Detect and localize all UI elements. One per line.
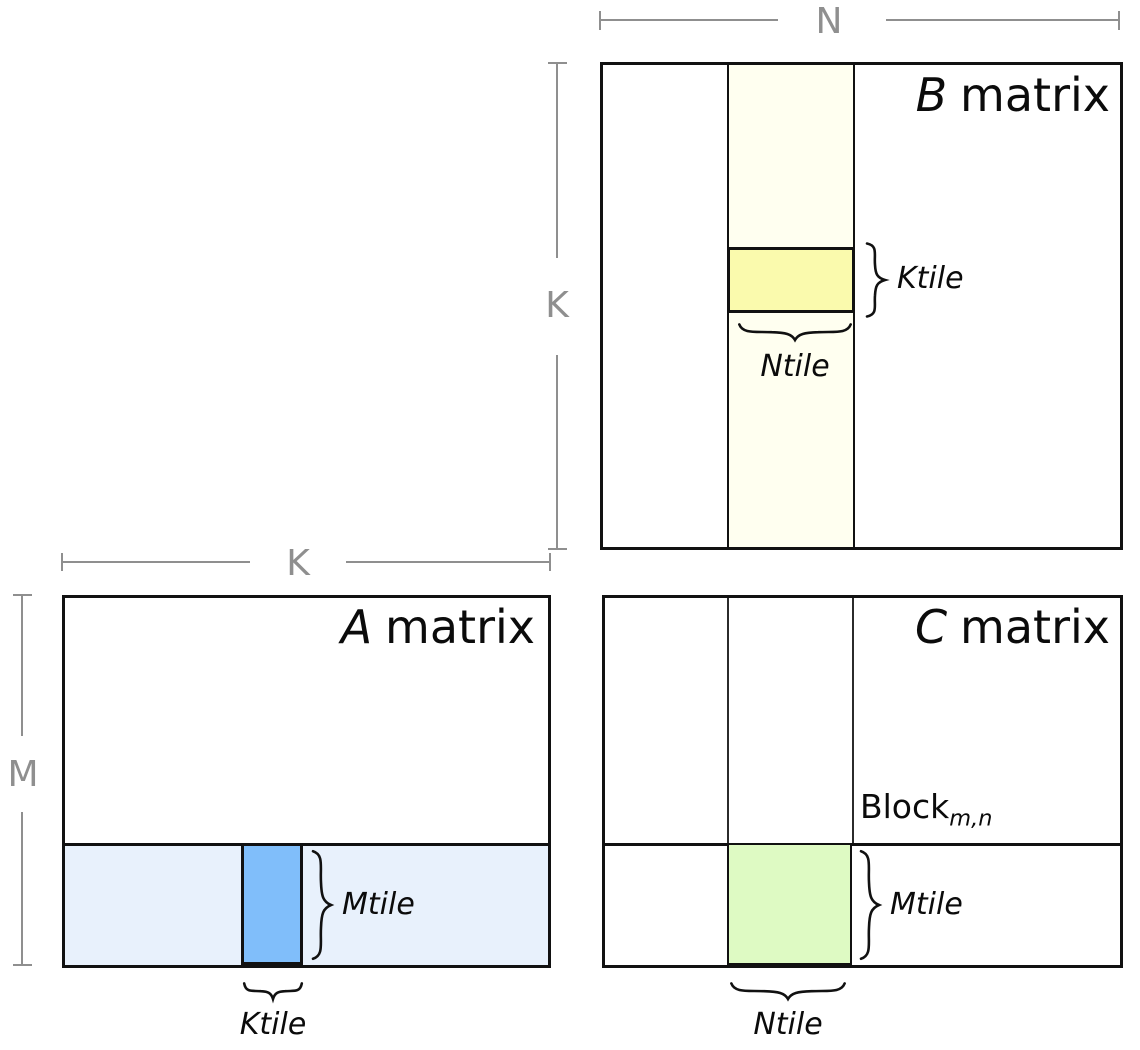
a-matrix-title-word: matrix [385,600,535,654]
c-column-divider-right [852,598,854,843]
c-matrix-title-letter: C [915,600,948,654]
m-dim-bottom-tick [13,964,32,966]
b-ntile-underbrace [737,321,853,340]
c-ntile-underbrace [729,980,847,999]
a-ktile-underbrace [243,980,303,999]
k-vdim-lower-segment [556,355,558,548]
k-hdim-left-segment [62,561,250,563]
n-dim-right-tick [1118,11,1120,30]
k-vdim-label: K [545,285,569,326]
a-row-strip [65,843,548,965]
b-matrix-box [600,62,1123,550]
k-hdim-right-segment [346,561,550,563]
k-hdim-right-tick [549,553,551,571]
b-matrix-title-letter: B [915,68,948,122]
m-dim-upper-segment [21,595,23,736]
a-matrix-title-letter: A [340,600,373,654]
c-mtile-label: Mtile [890,887,963,922]
b-ktile-ntile-tile [727,247,855,313]
b-ktile-label: Ktile [897,261,964,296]
c-block-label-subscript: m,n [949,805,993,832]
b-matrix-title-word: matrix [960,68,1110,122]
m-dim-label: M [7,754,39,795]
c-block-label: Blockm,n [860,790,992,830]
c-matrix-box [602,595,1123,968]
m-dim-lower-segment [21,812,23,965]
c-block-label-base: Block [860,787,950,826]
c-mtile-brace [857,849,881,961]
c-row-divider [605,843,1120,846]
c-ntile-label: Ntile [753,1007,823,1042]
n-dim-label: N [815,1,843,42]
n-dim-right-segment [886,19,1120,21]
b-ktile-brace [863,242,887,318]
n-dim-left-segment [600,19,778,21]
a-ktile-label: Ktile [239,1007,307,1042]
k-vdim-upper-segment [556,63,558,258]
c-block-tile [727,843,852,965]
k-vdim-bottom-tick [548,548,567,550]
a-mtile-brace [309,849,333,961]
c-column-divider-left [727,598,729,843]
c-matrix-title-word: matrix [960,600,1110,654]
k-hdim-label: K [286,543,310,584]
a-mtile-label: Mtile [342,887,415,922]
a-mtile-ktile-tile [241,843,303,965]
b-ntile-label: Ntile [760,349,830,384]
